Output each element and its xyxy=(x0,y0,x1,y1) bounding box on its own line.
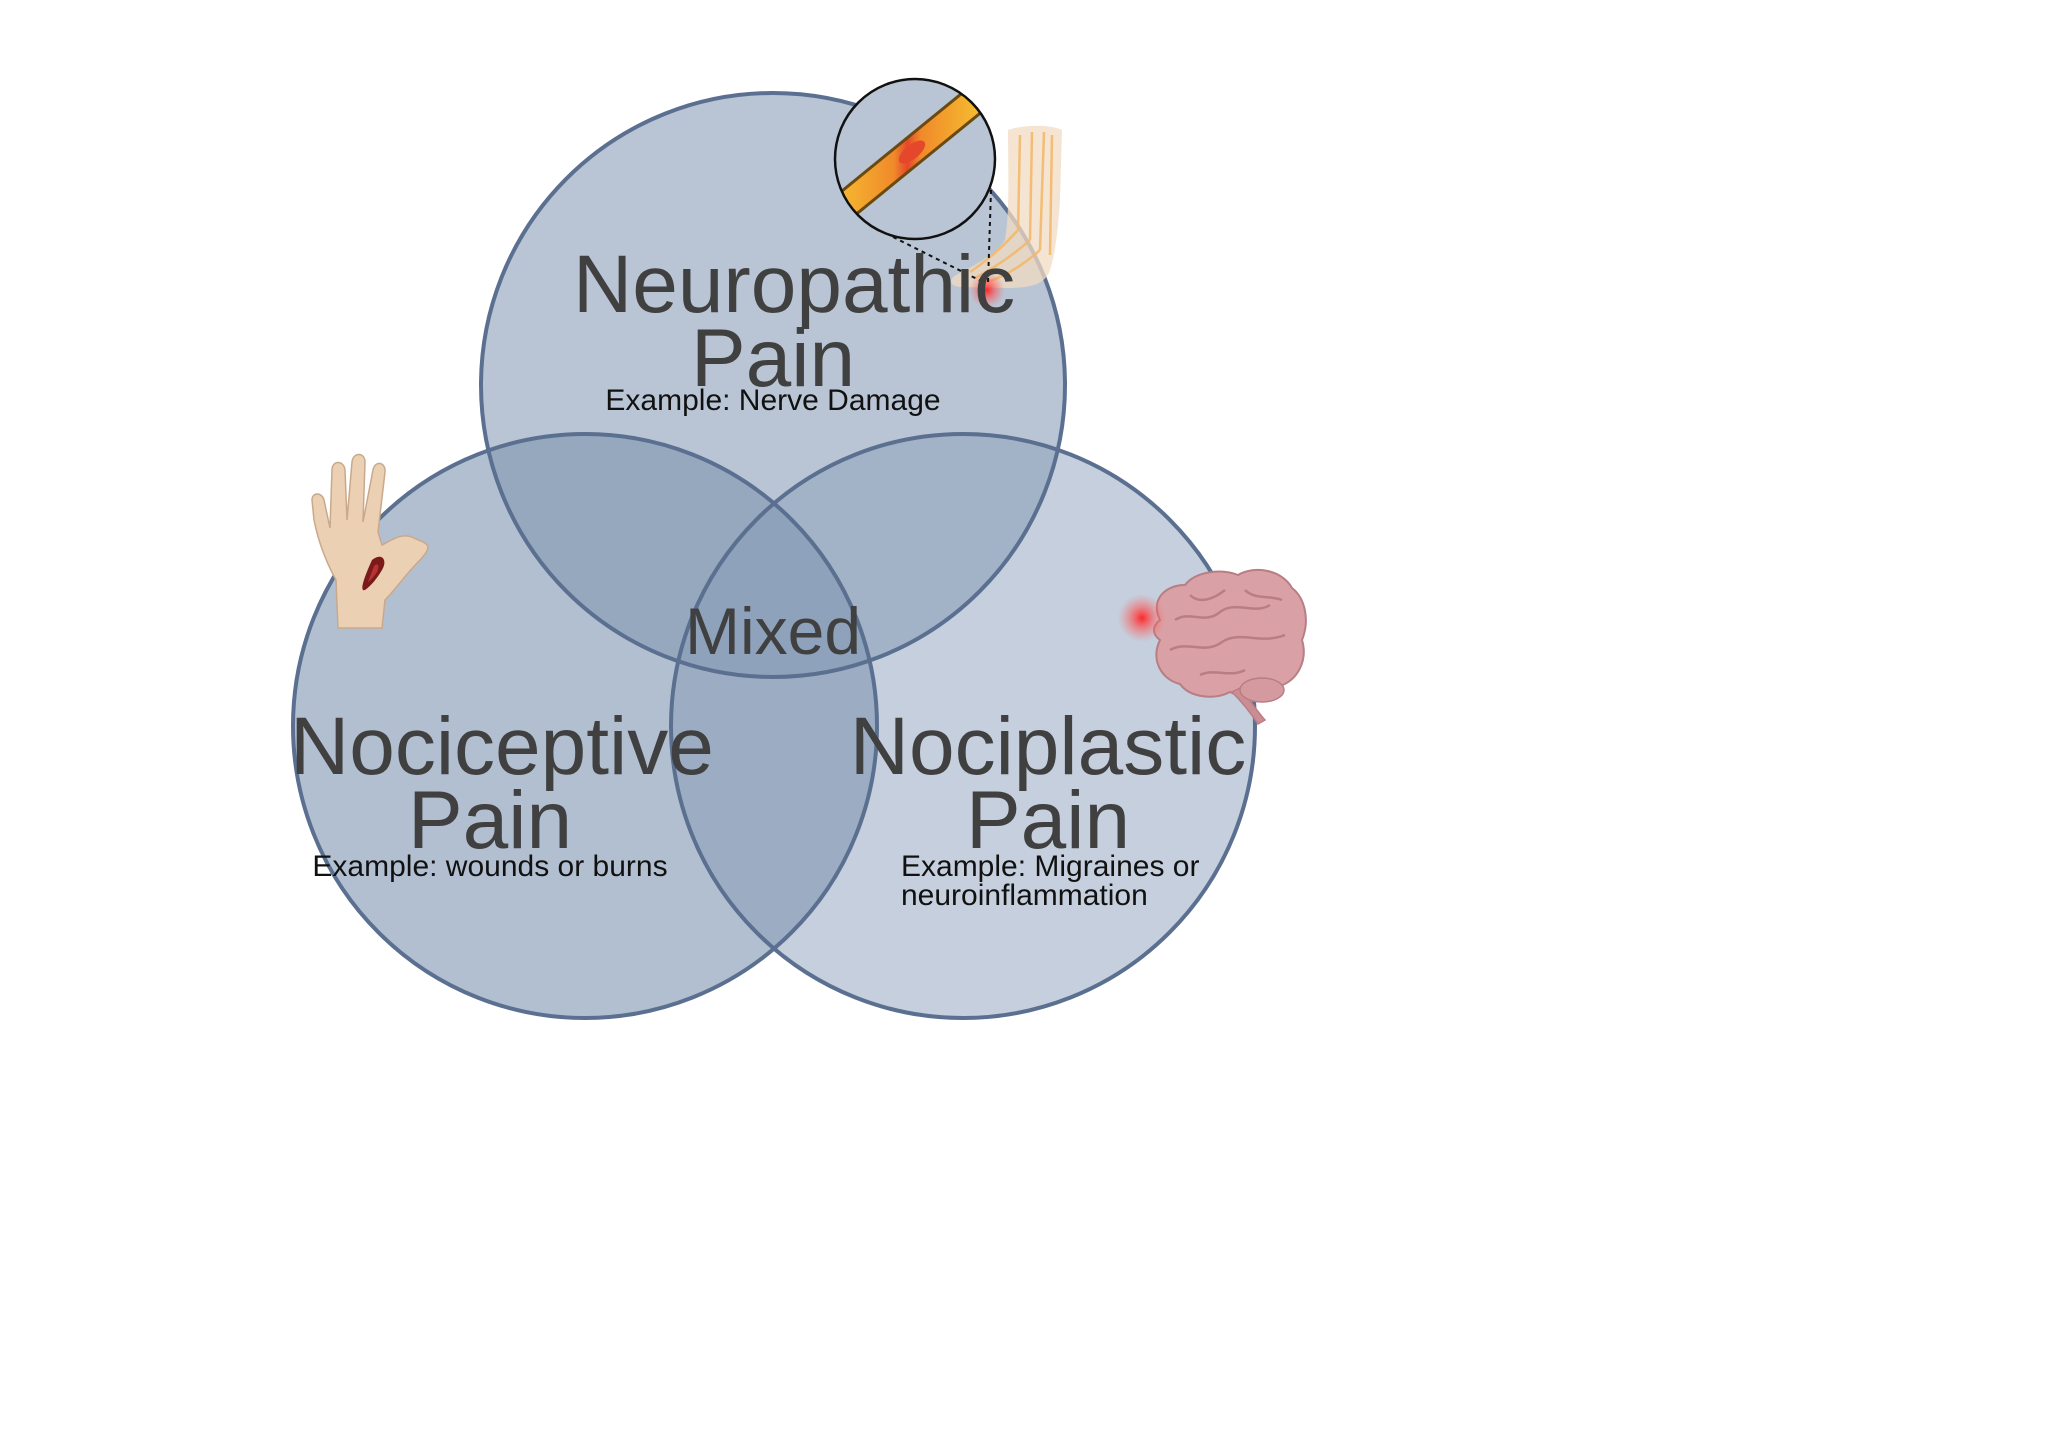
nociceptive-example: Example: wounds or burns xyxy=(312,850,668,883)
overlap-mixed-center xyxy=(671,434,877,677)
nociplastic-outline xyxy=(669,432,1257,1020)
neuropathic-example: Example: Nerve Damage xyxy=(605,384,941,417)
nociplastic-example-line1: Example: Migraines or xyxy=(901,850,1200,883)
nociplastic-title-line2: Pain xyxy=(965,775,1131,866)
circle-outlines xyxy=(291,91,1257,1020)
nociplastic-title-line1: Nociplastic xyxy=(849,701,1247,792)
nociplastic-example-line2: neuroinflammation xyxy=(901,879,1148,912)
neuropathic-title-line2: Pain xyxy=(690,313,856,404)
damaged-nerve-magnifier-icon xyxy=(833,77,997,284)
wounded-hand-icon xyxy=(311,453,429,629)
foot-with-nerve-damage-icon xyxy=(951,125,1062,308)
nociceptive-outline xyxy=(291,432,879,1020)
brain-icon xyxy=(1118,568,1307,725)
nociceptive-title-line1: Nociceptive xyxy=(290,701,714,792)
nociceptive-title-line2: Pain xyxy=(407,775,573,866)
neuropathic-outline xyxy=(479,91,1067,679)
neuropathic-title-line1: Neuropathic xyxy=(573,239,1016,330)
mixed-label: Mixed xyxy=(684,594,862,668)
